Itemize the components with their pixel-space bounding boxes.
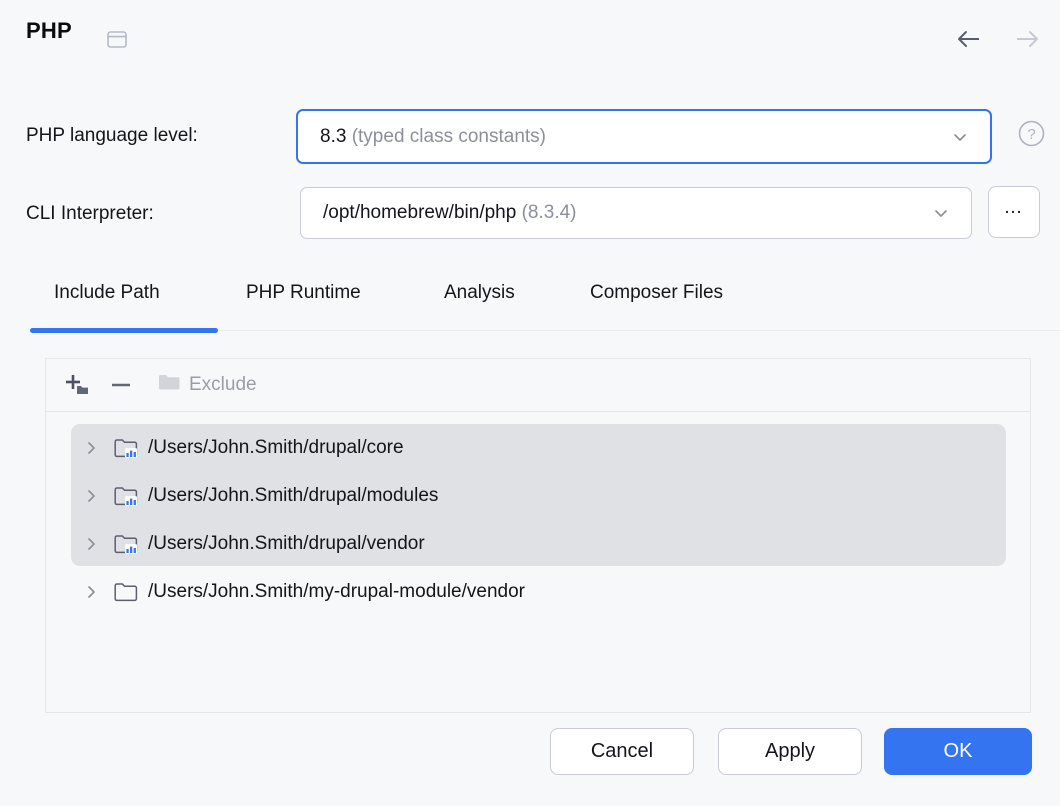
include-path-list: /Users/John.Smith/drupal/core /Users/Joh… <box>46 412 1030 616</box>
chevron-down-icon[interactable] <box>952 129 968 145</box>
php-language-level-note: (typed class constants) <box>351 125 547 147</box>
php-language-level-value: 8.3 (typed class constants) <box>320 126 546 148</box>
window-icon <box>107 31 127 48</box>
apply-button[interactable]: Apply <box>718 728 862 775</box>
chevron-right-icon[interactable] <box>84 489 98 503</box>
cli-interpreter-combobox[interactable]: /opt/homebrew/bin/php (8.3.4) <box>300 187 972 239</box>
folder-library-icon <box>114 534 138 555</box>
cli-interpreter-path: /opt/homebrew/bin/php <box>323 202 517 223</box>
php-language-level-combobox[interactable]: 8.3 (typed class constants) <box>296 109 992 164</box>
back-button[interactable] <box>954 26 984 52</box>
cli-interpreter-row: CLI Interpreter: /opt/homebrew/bin/php (… <box>0 182 1060 244</box>
selection-highlight <box>71 424 1006 566</box>
list-item-label: /Users/John.Smith/drupal/core <box>148 437 404 458</box>
folder-library-icon <box>114 486 138 507</box>
dialog-footer: Cancel Apply OK <box>0 714 1060 806</box>
cli-interpreter-version: (8.3.4) <box>521 202 577 223</box>
add-folder-icon[interactable] <box>60 368 94 402</box>
folder-library-icon <box>114 438 138 459</box>
tab-analysis[interactable]: Analysis <box>444 282 515 303</box>
include-path-toolbar: Exclude <box>46 359 1030 412</box>
include-path-panel: Exclude /Users/John.Smith/drupal/core <box>45 358 1031 713</box>
minus-icon[interactable] <box>104 368 138 402</box>
list-item-label: /Users/John.Smith/drupal/vendor <box>148 533 425 554</box>
tab-php-runtime[interactable]: PHP Runtime <box>246 282 361 303</box>
exclude-label: Exclude <box>189 374 257 395</box>
chevron-right-icon[interactable] <box>84 585 98 599</box>
php-language-level-version: 8.3 <box>320 125 347 147</box>
help-circle-icon[interactable]: ? <box>1018 120 1045 147</box>
list-item[interactable]: /Users/John.Smith/drupal/vendor <box>46 520 1030 568</box>
folder-icon <box>114 582 138 603</box>
chevron-right-icon[interactable] <box>84 537 98 551</box>
navigation-arrows <box>954 26 1042 52</box>
browse-interpreter-button[interactable]: … <box>988 186 1040 238</box>
list-item[interactable]: /Users/John.Smith/drupal/core <box>46 424 1030 472</box>
tab-divider <box>218 330 1060 331</box>
svg-text:?: ? <box>1027 126 1035 143</box>
tab-include-path[interactable]: Include Path <box>54 282 160 303</box>
list-item-label: /Users/John.Smith/drupal/modules <box>148 485 439 506</box>
forward-button[interactable] <box>1012 26 1042 52</box>
chevron-down-icon[interactable] <box>933 205 949 221</box>
cli-interpreter-value: /opt/homebrew/bin/php (8.3.4) <box>323 202 577 224</box>
php-language-level-label: PHP language level: <box>26 125 198 146</box>
folder-icon <box>158 373 180 397</box>
active-tab-indicator <box>30 328 218 333</box>
list-item-label: /Users/John.Smith/my-drupal-module/vendo… <box>148 581 525 602</box>
exclude-button[interactable]: Exclude <box>158 373 257 397</box>
cancel-button[interactable]: Cancel <box>550 728 694 775</box>
chevron-right-icon[interactable] <box>84 441 98 455</box>
tab-bar: Include Path PHP Runtime Analysis Compos… <box>0 272 1060 338</box>
cli-interpreter-label: CLI Interpreter: <box>26 203 154 224</box>
tab-composer-files[interactable]: Composer Files <box>590 282 724 303</box>
page-title: PHP <box>26 18 72 43</box>
list-item[interactable]: /Users/John.Smith/drupal/modules <box>46 472 1030 520</box>
php-language-level-row: PHP language level: 8.3 (typed class con… <box>0 104 1060 166</box>
list-item[interactable]: /Users/John.Smith/my-drupal-module/vendo… <box>46 568 1030 616</box>
dialog-header: PHP <box>0 0 1060 74</box>
ok-button[interactable]: OK <box>884 728 1032 775</box>
